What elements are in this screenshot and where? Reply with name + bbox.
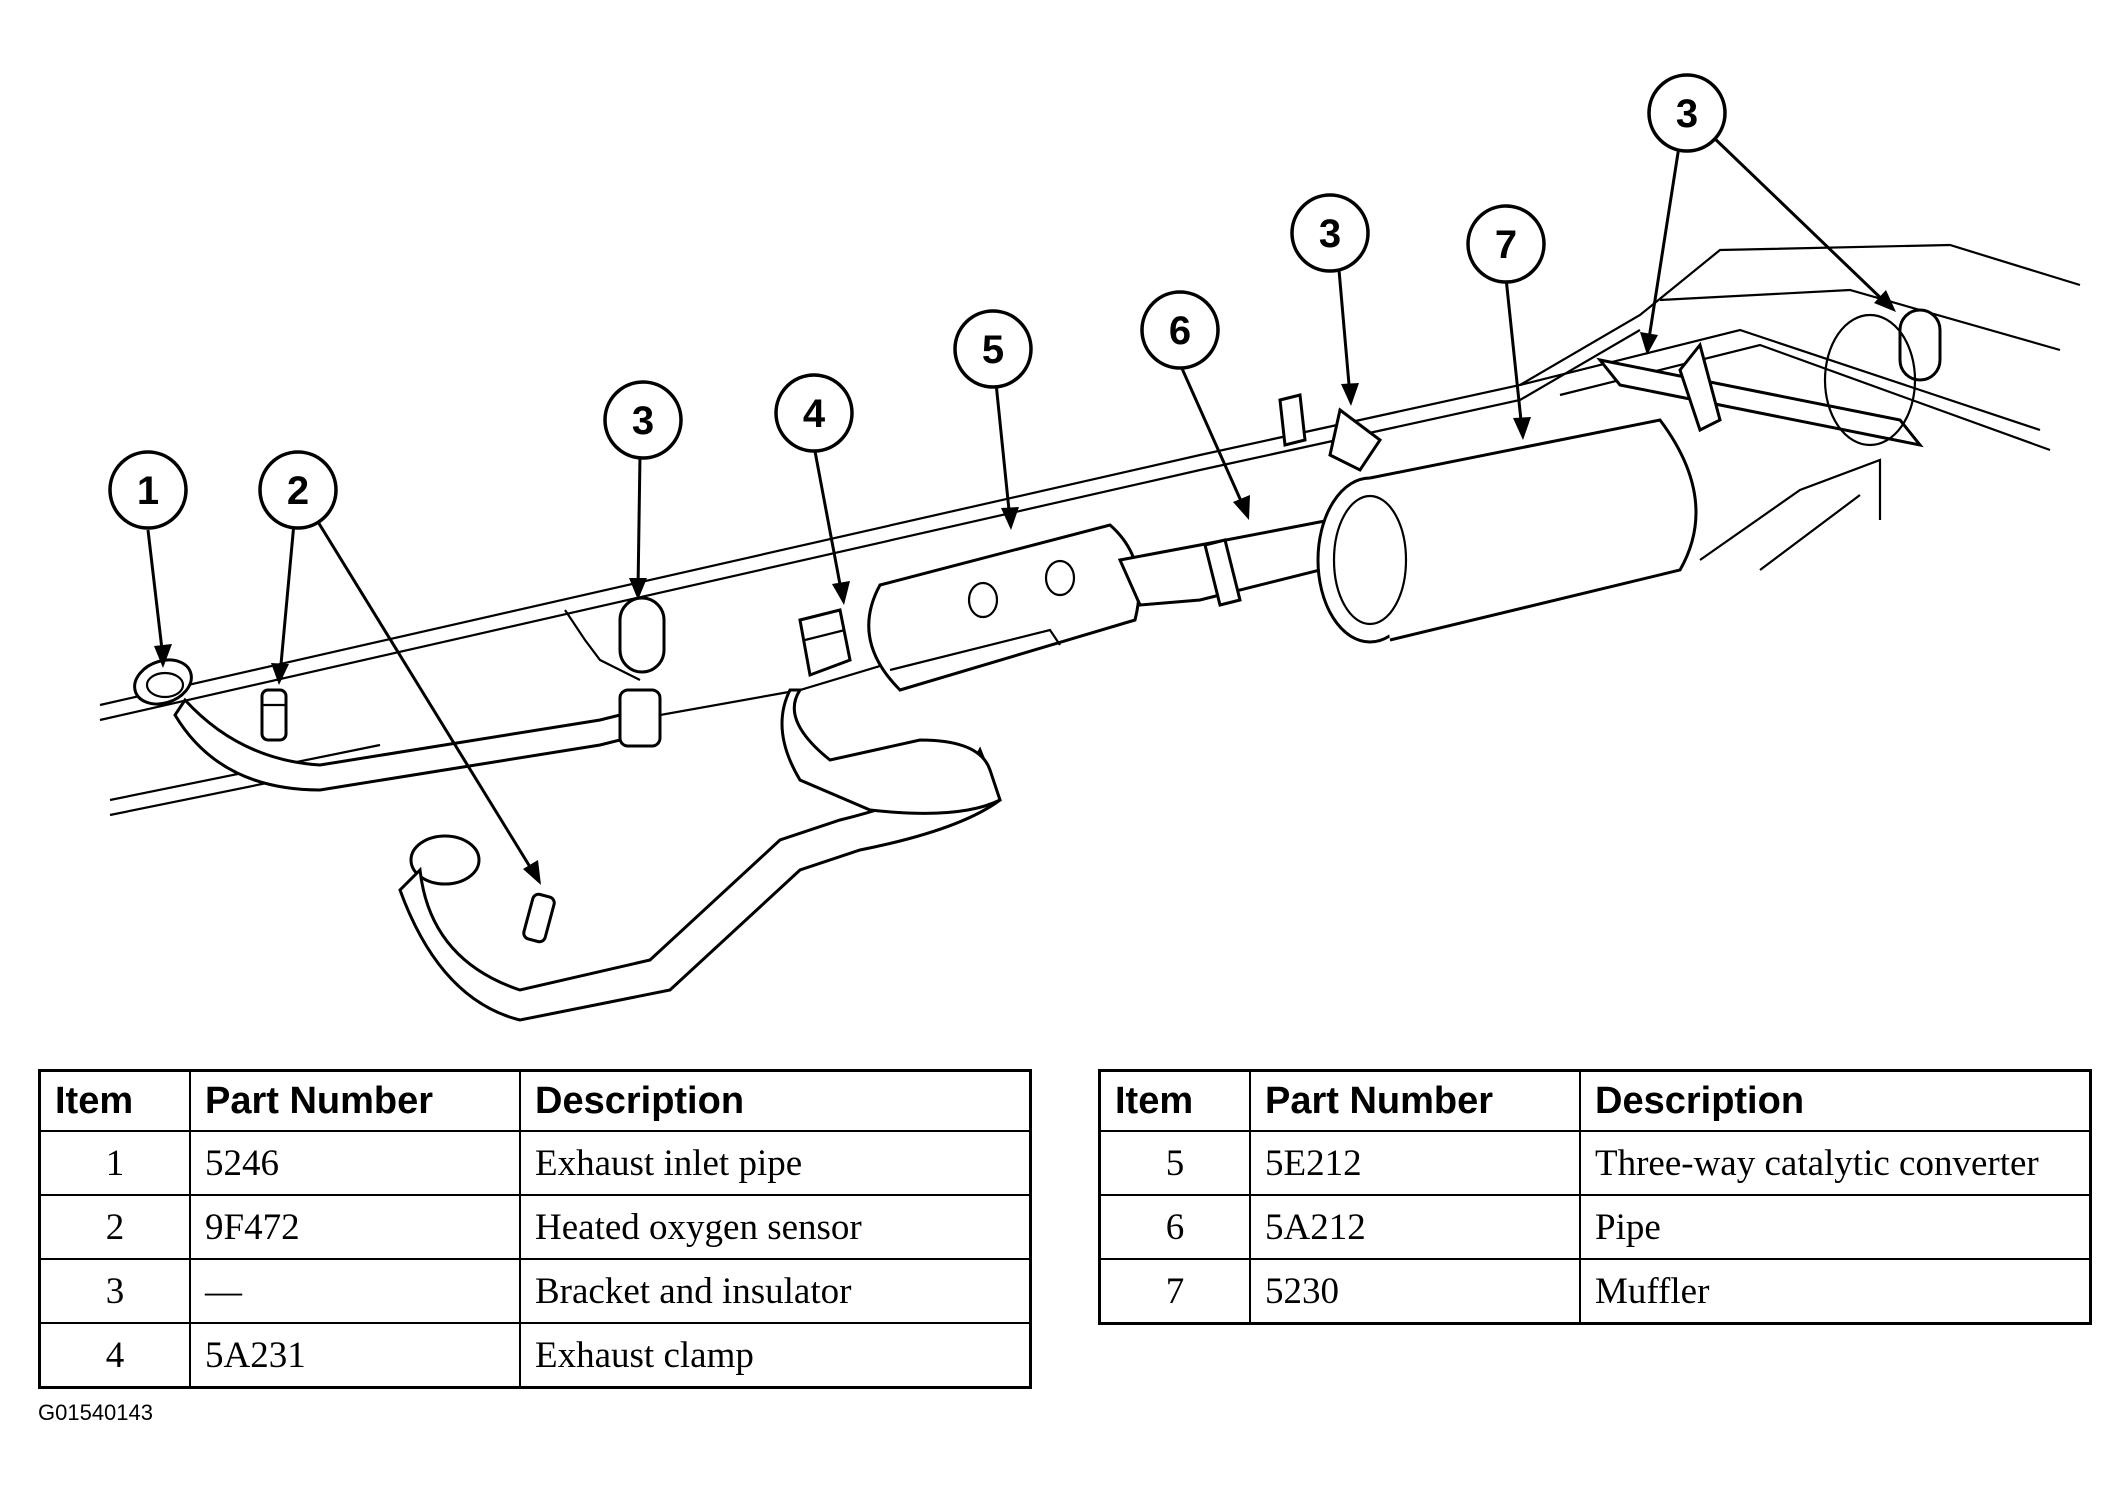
cell-part-number: 5E212 [1249,1130,1581,1196]
table-row: 7 5230 Muffler [1098,1258,2092,1325]
parts-table-left: Item Part Number Description 1 5246 Exha… [38,1069,1032,1389]
table-row: 2 9F472 Heated oxygen sensor [38,1194,1032,1260]
header-item: Item [38,1069,191,1132]
callout-4-label: 4 [803,392,826,436]
intermediate-pipe [1117,518,1342,607]
callout-2: 2 [258,450,338,530]
cell-description: Bracket and insulator [519,1258,1032,1324]
cell-description: Exhaust clamp [519,1322,1032,1389]
callout-7: 7 [1466,204,1546,284]
oxygen-sensor-upper [260,688,288,742]
cell-item: 2 [38,1194,191,1260]
callout-6-label: 6 [1169,309,1191,353]
header-part-number: Part Number [1249,1069,1581,1132]
cell-part-number: — [189,1258,521,1324]
cell-description: Exhaust inlet pipe [519,1130,1032,1196]
parts-table-right: Item Part Number Description 5 5E212 Thr… [1098,1069,2092,1325]
callout-3-right-label: 3 [1676,92,1698,136]
cell-item: 7 [1098,1258,1251,1325]
callout-7-label: 7 [1495,223,1517,267]
catalytic-converter [867,523,1141,692]
table-header-row: Item Part Number Description [1098,1069,2092,1132]
callout-3-left: 3 [603,380,683,460]
table-row: 5 5E212 Three-way catalytic converter [1098,1130,2092,1196]
table-row: 4 5A231 Exhaust clamp [38,1322,1032,1389]
cell-part-number: 5246 [189,1130,521,1196]
cell-description: Three-way catalytic converter [1579,1130,2092,1196]
cell-description: Pipe [1579,1194,2092,1260]
cell-description: Heated oxygen sensor [519,1194,1032,1260]
header-part-number: Part Number [189,1069,521,1132]
callout-2-label: 2 [287,469,309,513]
callout-3-middle-label: 3 [1319,212,1341,256]
header-description: Description [519,1069,1032,1132]
callout-1-label: 1 [137,469,159,513]
tail-pipe [1596,308,1942,448]
exhaust-inlet-pipe [133,658,662,792]
cell-part-number: 5A231 [189,1322,521,1389]
table-row: 1 5246 Exhaust inlet pipe [38,1130,1032,1196]
callout-3-right: 3 [1647,73,1727,153]
callout-4: 4 [774,373,854,453]
callout-5: 5 [953,309,1033,389]
hanger-bracket-left [564,596,666,681]
cell-item: 1 [38,1130,191,1196]
header-item: Item [1098,1069,1251,1132]
cell-description: Muffler [1579,1258,2092,1325]
exhaust-clamp [798,608,852,678]
header-description: Description [1579,1069,2092,1132]
callout-1: 1 [108,450,188,530]
figure-code: G01540143 [38,1400,153,1425]
muffler [1278,393,1698,644]
cell-item: 5 [1098,1130,1251,1196]
table-header-row: Item Part Number Description [38,1069,1032,1132]
callout-5-label: 5 [982,328,1004,372]
left-downpipe [398,688,1002,1022]
exhaust-system-diagram: 1 2 3 4 5 6 3 7 [99,73,2081,1022]
callout-3-middle: 3 [1290,193,1370,273]
table-row: 6 5A212 Pipe [1098,1194,2092,1260]
callout-3-left-label: 3 [632,399,654,443]
leader-lines [146,134,1896,885]
cell-part-number: 9F472 [189,1194,521,1260]
callout-6: 6 [1140,290,1220,370]
cell-part-number: 5A212 [1249,1194,1581,1260]
cell-item: 3 [38,1258,191,1324]
table-row: 3 — Bracket and insulator [38,1258,1032,1324]
cell-part-number: 5230 [1249,1258,1581,1325]
cell-item: 6 [1098,1194,1251,1260]
cell-item: 4 [38,1322,191,1389]
